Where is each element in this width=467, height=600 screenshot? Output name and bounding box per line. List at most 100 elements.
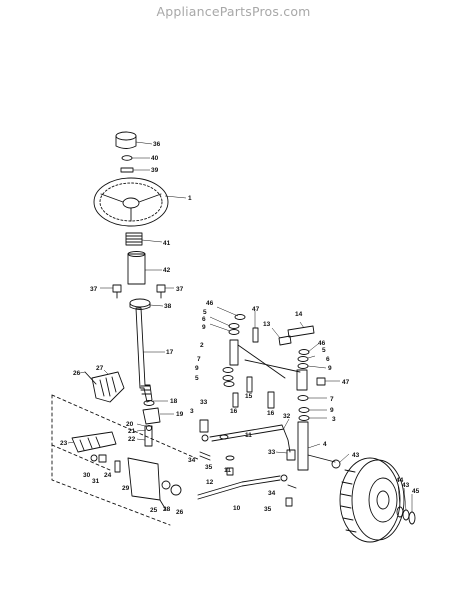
callout-16-right: 16 [267, 410, 275, 417]
callout-42: 42 [163, 267, 171, 274]
callout-43-upper: 43 [352, 452, 360, 459]
steering-cap [115, 131, 137, 149]
callout-26-upper: 26 [73, 370, 81, 377]
pinion-shaft [71, 431, 117, 453]
bushing-28 [161, 480, 171, 490]
callout-40: 40 [151, 155, 159, 162]
callout-17: 17 [166, 349, 174, 356]
callout-33-right: 33 [268, 449, 276, 456]
steering-wheel [93, 177, 169, 227]
bolt-47-right [316, 377, 326, 386]
callout-37-left: 37 [90, 286, 98, 293]
front-wheel [339, 457, 405, 543]
bolt-14 [287, 325, 315, 338]
leader-lines [67, 141, 413, 512]
callout-18: 18 [170, 398, 178, 405]
callout-39: 39 [151, 167, 159, 174]
callout-32: 32 [283, 413, 291, 420]
pin-25 [159, 499, 167, 511]
callout-35-right: 35 [264, 506, 272, 513]
callout-29: 29 [122, 485, 130, 492]
callout-28: 28 [163, 506, 171, 513]
steering-shaft [135, 307, 153, 403]
callout-47-right: 47 [342, 379, 350, 386]
bushing [125, 232, 143, 246]
bolt-34b [287, 484, 297, 489]
watermark-text: AppliancePartsPros.com [156, 4, 311, 19]
bushing-26 [170, 484, 182, 496]
callout-10: 10 [233, 505, 241, 512]
callout-26-lower: 26 [176, 509, 184, 516]
tie-rod [197, 474, 288, 500]
callout-5-left-lower: 5 [195, 375, 199, 382]
washer-11a [219, 434, 229, 440]
callout-34-right: 34 [268, 490, 276, 497]
callout-19: 19 [176, 411, 184, 418]
callout-25: 25 [150, 507, 158, 514]
callout-46-right: 46 [318, 340, 326, 347]
callout-22: 22 [128, 436, 136, 443]
steering-gear [84, 371, 125, 403]
callout-20: 20 [126, 421, 134, 428]
callout-30: 30 [83, 472, 91, 479]
callout-9-right-upper: 9 [328, 365, 332, 372]
callout-36: 36 [153, 141, 161, 148]
callout-12: 12 [206, 479, 214, 486]
bolt-34a [199, 451, 211, 461]
nut-31 [98, 454, 107, 463]
callout-2: 2 [200, 342, 204, 349]
callout-7-right: 7 [330, 396, 334, 403]
callout-15: 15 [245, 393, 253, 400]
spacer [127, 251, 146, 285]
ball-joint-right [286, 449, 296, 461]
callout-5-left: 5 [203, 309, 207, 316]
callout-9-left-lower: 9 [195, 365, 199, 372]
callout-3-right: 3 [332, 416, 336, 423]
callout-41: 41 [163, 240, 171, 247]
callout-34-left: 34 [188, 457, 196, 464]
callout-35-left: 35 [205, 464, 213, 471]
callout-11-lower: 11 [224, 467, 231, 474]
callout-5-right: 5 [322, 347, 326, 354]
bolt-12 [226, 467, 234, 476]
callout-7-left: 7 [197, 356, 201, 363]
callout-38: 38 [164, 303, 172, 310]
callout-33-left: 33 [200, 399, 208, 406]
callout-45: 45 [412, 488, 420, 495]
callout-14: 14 [295, 311, 303, 318]
callout-37-right: 37 [176, 286, 184, 293]
washer-30 [90, 454, 98, 462]
pinion-gear [142, 407, 161, 425]
screw-right [156, 284, 166, 299]
callout-16-left: 16 [230, 408, 238, 415]
bolt-15 [246, 376, 253, 393]
dash-plate [129, 298, 151, 310]
frame-outline [51, 394, 201, 526]
callout-9-right-lower: 9 [330, 407, 334, 414]
callout-11-right: 11 [245, 432, 252, 439]
pin-16-left [232, 392, 239, 408]
spindle-nut [331, 459, 341, 469]
bolt-24 [114, 460, 121, 473]
callout-21: 21 [128, 428, 136, 435]
callout-6-right: 6 [326, 356, 330, 363]
callout-3-left: 3 [190, 408, 194, 415]
callout-44: 44 [396, 477, 404, 484]
screw-left [112, 284, 122, 299]
bolt-35 [285, 497, 293, 507]
callout-13: 13 [263, 321, 271, 328]
collar [143, 400, 155, 406]
callout-1: 1 [188, 195, 192, 202]
washer [121, 155, 133, 161]
bolt-47-left [252, 327, 259, 343]
spindle-left [222, 314, 286, 387]
pin-16-right [267, 391, 275, 409]
callout-23: 23 [60, 440, 68, 447]
callout-4: 4 [323, 441, 327, 448]
washer-11b [225, 455, 235, 461]
bushing-small [146, 425, 152, 431]
callout-9-left-upper: 9 [202, 324, 206, 331]
support-bracket [127, 457, 161, 501]
callout-47-left: 47 [252, 306, 260, 313]
